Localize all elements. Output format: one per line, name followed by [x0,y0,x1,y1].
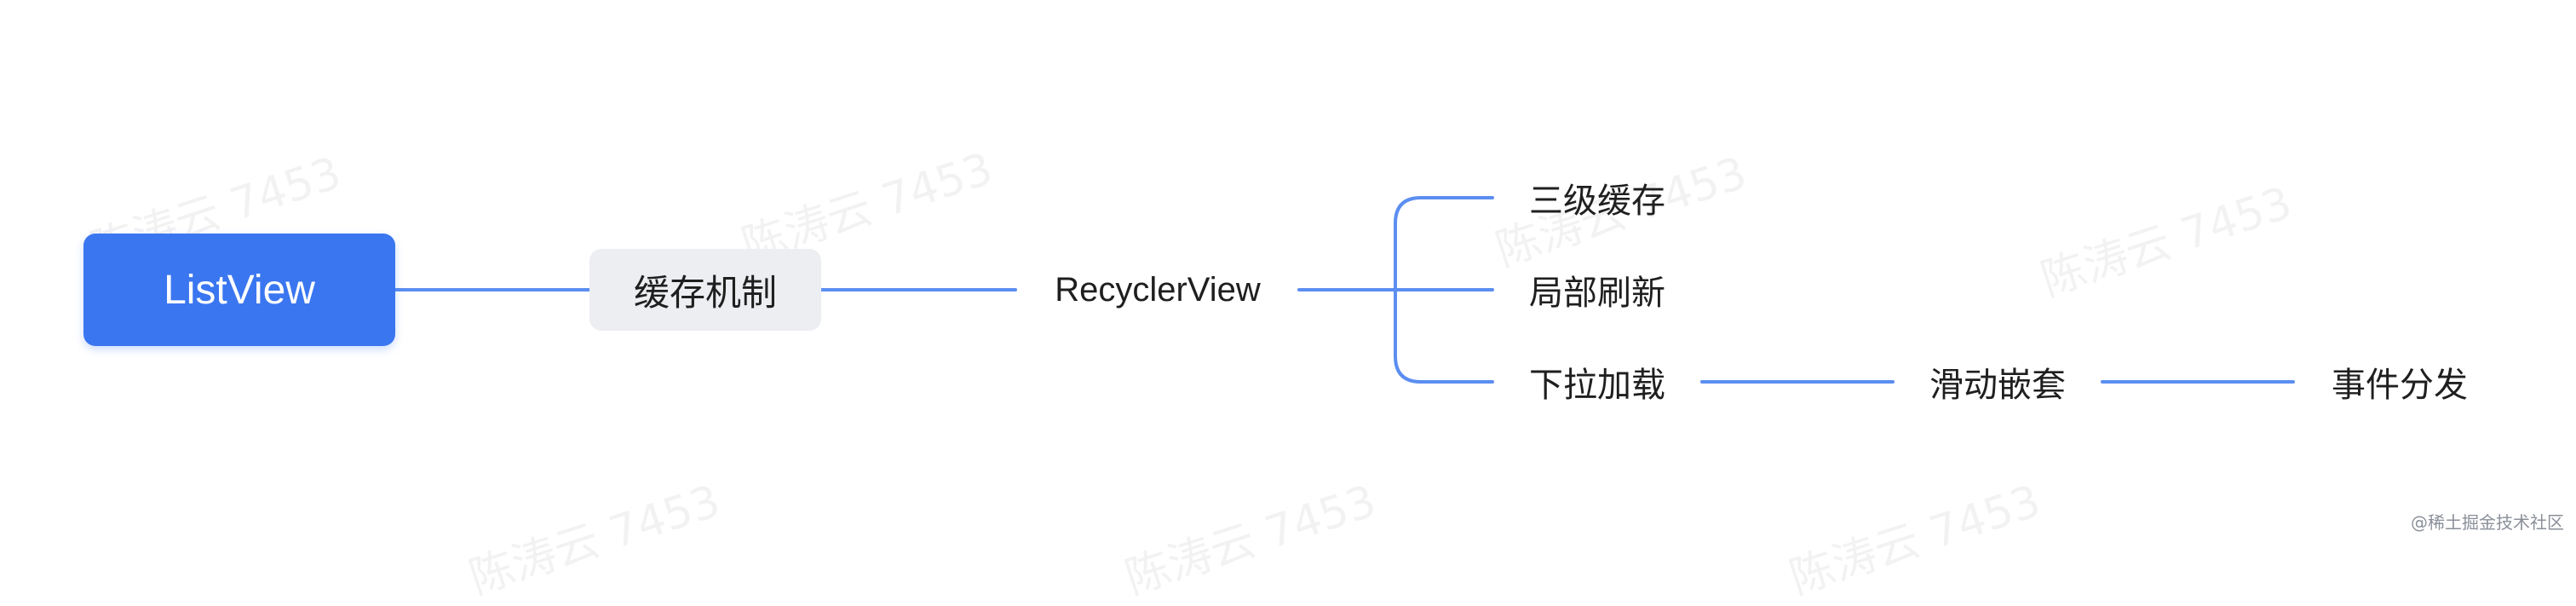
node-partial-refresh-label: 局部刷新 [1529,274,1665,313]
node-event-dispatch-label: 事件分发 [2332,366,2468,405]
source-credit: @稀土掘金技术社区 [2411,512,2564,533]
node-three-level-cache-label: 三级缓存 [1529,182,1665,221]
root-node-label: ListView [164,267,315,313]
node-cache-mechanism-label: 缓存机制 [633,271,777,314]
connector-canvas [394,196,2295,384]
connector-branch-bottom [1394,288,1494,384]
node-nested-scroll[interactable]: 滑动嵌套 [1901,356,2094,407]
node-partial-refresh[interactable]: 局部刷新 [1499,264,1695,315]
node-nested-scroll-label: 滑动嵌套 [1929,366,2066,405]
node-recyclerview-label: RecyclerView [1055,270,1261,309]
connector-branch-top [1394,196,1494,291]
node-event-dispatch[interactable]: 事件分发 [2302,356,2498,407]
node-pull-down-load[interactable]: 下拉加载 [1499,356,1695,407]
node-cache-mechanism[interactable]: 缓存机制 [589,249,821,331]
node-recyclerview[interactable]: RecyclerView [1022,264,1293,315]
node-three-level-cache[interactable]: 三级缓存 [1499,172,1695,223]
connector-lines [394,196,2295,384]
root-node-listview[interactable]: ListView [83,234,395,346]
node-pull-down-load-label: 下拉加载 [1529,366,1665,405]
